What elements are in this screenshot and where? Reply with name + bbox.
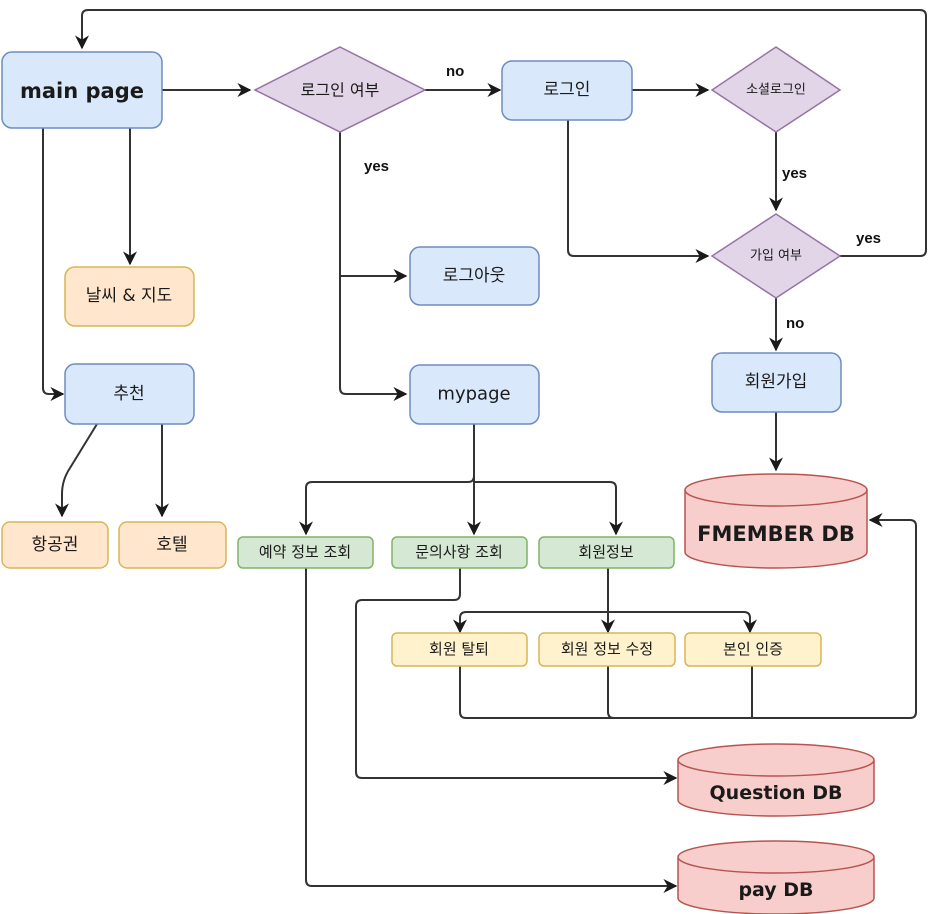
node-login[interactable]: 로그인	[501, 60, 633, 121]
edge-member-info-to-verify	[608, 611, 757, 634]
node-recommend-label: 추천	[113, 384, 144, 404]
decision-login-check[interactable]: 로그인 여부	[253, 46, 427, 133]
node-member-info[interactable]: 회원정보	[538, 536, 675, 569]
node-weather-map[interactable]: 날씨 & 지도	[64, 266, 195, 327]
edge-login-to-signup-check	[567, 120, 710, 263]
edge-inquiry-to-question-db	[355, 568, 678, 785]
node-signup[interactable]: 회원가입	[711, 352, 842, 413]
node-edit-member-label: 회원 정보 수정	[561, 640, 653, 658]
db-question[interactable]: Question DB	[677, 743, 875, 817]
edge-mypage-to-member-info	[474, 481, 623, 536]
node-flight-label: 항공권	[32, 535, 79, 555]
db-question-label: Question DB	[710, 782, 843, 804]
node-reservation-info[interactable]: 예약 정보 조회	[237, 536, 374, 569]
edge-label-login-yes: yes	[364, 158, 389, 175]
node-login-label: 로그인	[544, 80, 591, 100]
edge-signup-check-to-main	[75, 9, 927, 257]
edge-main-to-recommend	[42, 128, 65, 401]
edge-label-signup-yes: yes	[856, 230, 881, 247]
edge-recommend-to-flight	[55, 423, 98, 518]
node-hotel-label: 호텔	[156, 535, 187, 555]
edge-label-login-no: no	[446, 63, 464, 80]
node-verify-label: 본인 인증	[723, 640, 783, 658]
node-signup-label: 회원가입	[745, 372, 808, 392]
decision-login-check-label: 로그인 여부	[301, 81, 380, 100]
node-withdraw[interactable]: 회원 탈퇴	[391, 632, 528, 667]
node-withdraw-label: 회원 탈퇴	[429, 640, 489, 658]
db-pay[interactable]: pay DB	[677, 840, 875, 914]
node-main-page-label: main page	[20, 79, 144, 103]
node-inquiry-view-label: 문의사항 조회	[415, 543, 503, 561]
node-edit-member[interactable]: 회원 정보 수정	[538, 632, 676, 667]
edge-label-social-yes: yes	[782, 165, 807, 182]
decision-signup-check[interactable]: 가입 여부	[710, 213, 842, 299]
edge-login-check-to-logout	[339, 132, 408, 283]
node-member-info-label: 회원정보	[578, 543, 633, 561]
node-mypage-label: mypage	[437, 384, 510, 405]
node-hotel[interactable]: 호텔	[118, 521, 227, 569]
node-flight[interactable]: 항공권	[1, 521, 109, 569]
edge-reservation-to-pay-db	[305, 568, 678, 893]
node-verify[interactable]: 본인 인증	[684, 632, 822, 667]
edge-edit-to-bus	[607, 666, 615, 719]
node-logout[interactable]: 로그아웃	[409, 246, 540, 306]
edge-yellow-to-fmember-db	[459, 513, 917, 719]
db-pay-label: pay DB	[738, 879, 813, 901]
decision-signup-check-label: 가입 여부	[750, 249, 802, 264]
edge-label-signup-no: no	[786, 315, 804, 332]
db-fmember-label: FMEMBER DB	[697, 522, 855, 546]
edges	[42, 9, 927, 893]
edge-member-info-to-withdraw	[453, 611, 608, 634]
edge-login-check-to-mypage	[339, 276, 408, 401]
node-logout-label: 로그아웃	[443, 266, 506, 286]
node-inquiry-view[interactable]: 문의사항 조회	[391, 536, 528, 569]
edge-mypage-to-reservation	[299, 424, 475, 536]
node-weather-map-label: 날씨 & 지도	[86, 286, 173, 306]
node-reservation-info-label: 예약 정보 조회	[259, 543, 351, 561]
decision-social-login-label: 소셜로그인	[746, 83, 806, 98]
node-main-page[interactable]: main page	[1, 51, 163, 129]
decision-social-login[interactable]: 소셜로그인	[710, 46, 842, 133]
node-mypage[interactable]: mypage	[409, 364, 540, 425]
db-fmember[interactable]: FMEMBER DB	[684, 473, 868, 569]
node-recommend[interactable]: 추천	[64, 363, 195, 425]
